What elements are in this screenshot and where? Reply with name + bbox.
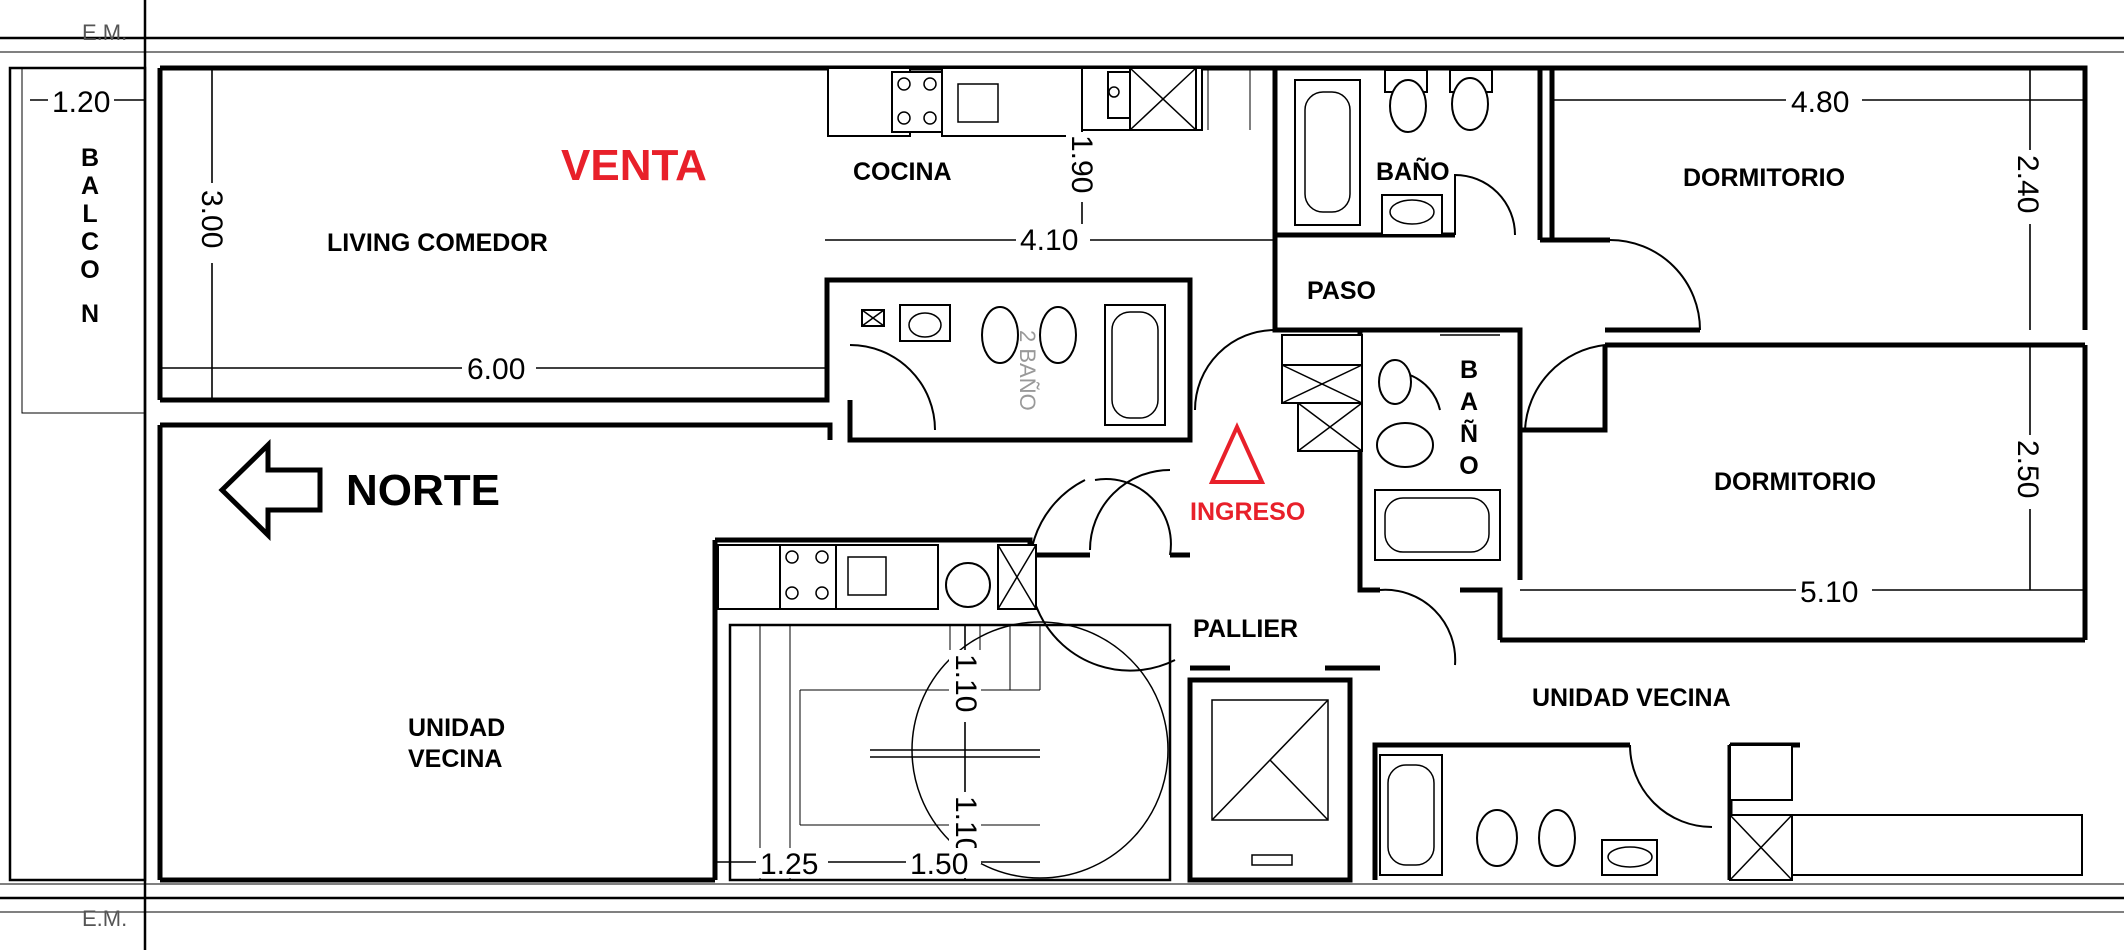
- bathroom-1: [1275, 69, 1516, 238]
- unidad-vecina-left-line2: VECINA: [408, 745, 502, 773]
- north-arrow-icon: [218, 439, 323, 541]
- bano2-letter: Ñ: [1460, 418, 1478, 448]
- dim-cocina-depth: 1.90: [1065, 135, 1098, 193]
- door-swings: [1028, 239, 1701, 672]
- em-top-marker: E.M.: [82, 20, 127, 45]
- dim-stair-w1: 1.25: [760, 848, 818, 881]
- dim-dorm2-length: 5.10: [1800, 576, 1858, 609]
- dim-stair-b: 1.10: [949, 796, 982, 854]
- bano2-letter: B: [1460, 356, 1478, 384]
- dormitorio1-label: DORMITORIO: [1683, 164, 1845, 192]
- dim-dorm1-length: 4.80: [1791, 86, 1849, 119]
- balcon-letter: C: [81, 228, 99, 256]
- balcon-letter: A: [81, 172, 99, 200]
- stairwell: [728, 621, 1172, 882]
- venta-label: VENTA: [561, 141, 707, 190]
- living-label: LIVING COMEDOR: [327, 229, 548, 257]
- dim-living-depth: 3.00: [195, 190, 228, 248]
- dim-dorm1-depth: 2.40: [2011, 155, 2044, 213]
- lower-kitchen: [717, 544, 1037, 610]
- neighbor-bathroom: [1379, 744, 1713, 876]
- dim-living-length: 6.00: [467, 353, 525, 386]
- entrance-triangle-icon: [1208, 422, 1266, 484]
- dim-balcon-width: 1.20: [52, 86, 110, 119]
- right-neighbor-walls: [1372, 742, 2083, 881]
- balcon-letter: L: [82, 200, 97, 228]
- balcon-letter: O: [80, 256, 99, 284]
- dim-cocina-length: 4.10: [1020, 224, 1078, 257]
- balcony: [8, 66, 147, 882]
- paso-label: PASO: [1307, 277, 1376, 305]
- bano2-letter: O: [1459, 452, 1478, 480]
- bathroom-2: [1281, 334, 1501, 561]
- elevator: [1187, 665, 1380, 883]
- unit-walls: [157, 65, 2088, 883]
- bano1-label: BAÑO: [1376, 156, 1450, 186]
- dormitorio2-label: DORMITORIO: [1714, 468, 1876, 496]
- kitchen-fixtures: [827, 67, 1251, 137]
- balcon-label: B A L C O N: [80, 144, 99, 328]
- em-bottom-marker: E.M.: [82, 906, 127, 931]
- dim-stair-a: 1.10: [949, 654, 982, 712]
- pallier-label: PALLIER: [1193, 615, 1298, 643]
- unidad-vecina-right-label: UNIDAD VECINA: [1532, 684, 1731, 712]
- balcon-letter: N: [81, 300, 99, 328]
- ingreso-label: INGRESO: [1190, 498, 1305, 526]
- dimension-labels: 1.20 3.00 6.00 1.90 4.10 4.80 2.40 2.50 …: [48, 86, 2046, 881]
- dim-stair-w2: 1.50: [910, 848, 968, 881]
- bano2-label: B A Ñ O: [1459, 356, 1478, 480]
- bano-faint-label: 2 BAÑO: [1015, 330, 1040, 411]
- bathroom-center: [849, 304, 1166, 431]
- balcon-letter: B: [81, 144, 99, 172]
- dim-dorm2-depth: 2.50: [2011, 440, 2044, 498]
- norte-label: NORTE: [346, 466, 500, 515]
- cocina-label: COCINA: [853, 158, 952, 186]
- unidad-vecina-left-line1: UNIDAD: [408, 714, 505, 742]
- bano2-letter: A: [1460, 388, 1478, 416]
